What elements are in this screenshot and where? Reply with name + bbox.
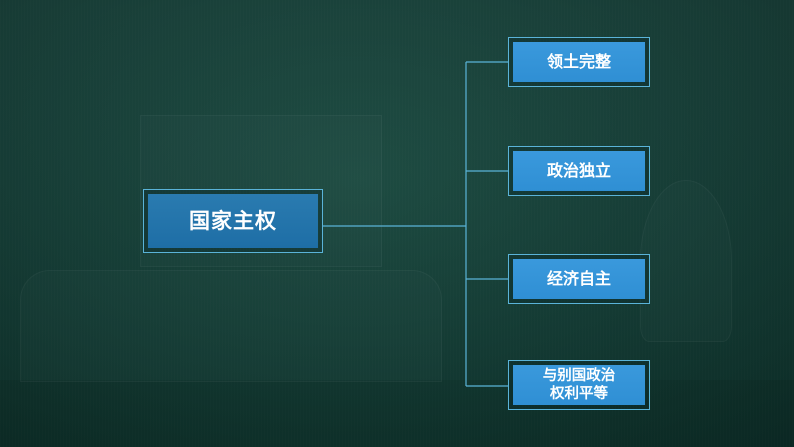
child-node-4-label-line-2: 权利平等 bbox=[550, 385, 608, 403]
child-node-3-label: 经济自主 bbox=[513, 259, 645, 299]
child-node-3: 经济自主 bbox=[508, 254, 650, 304]
root-node: 国家主权 bbox=[143, 189, 323, 253]
child-node-4-label-line-1: 与别国政治 bbox=[543, 367, 616, 385]
child-node-2: 政治独立 bbox=[508, 146, 650, 196]
child-node-2-label: 政治独立 bbox=[513, 151, 645, 191]
child-node-1-label: 领土完整 bbox=[513, 42, 645, 82]
child-node-4: 与别国政治 权利平等 bbox=[508, 360, 650, 410]
child-node-4-label: 与别国政治 权利平等 bbox=[513, 365, 645, 405]
child-node-1: 领土完整 bbox=[508, 37, 650, 87]
root-node-label: 国家主权 bbox=[148, 194, 318, 248]
